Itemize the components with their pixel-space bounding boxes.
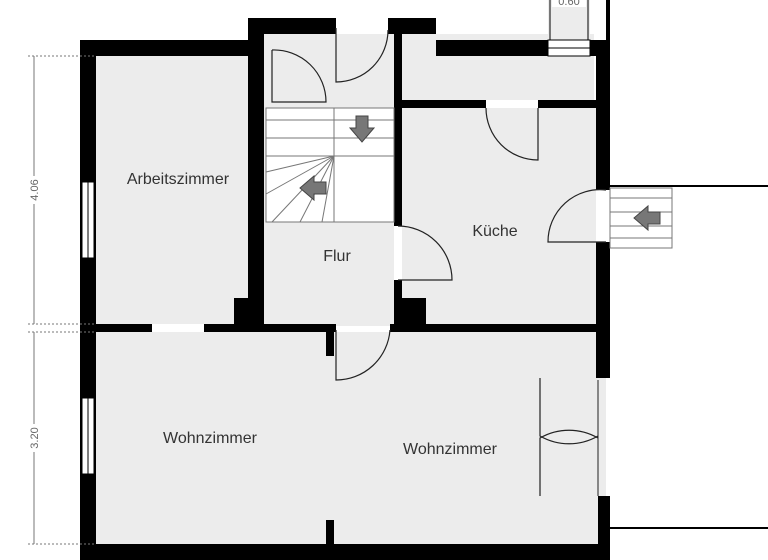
room-label-wohnzimmer-right: Wohnzimmer	[403, 441, 498, 458]
dimension-label-lower: 3.20	[29, 427, 41, 448]
floor-areas	[96, 0, 606, 544]
door-terrace-upper	[539, 378, 599, 445]
door-flur-kueche	[397, 225, 453, 281]
room-label-flur: Flur	[323, 248, 351, 265]
door-kueche-outside	[547, 189, 607, 243]
doors	[271, 28, 607, 496]
staircase	[265, 107, 395, 223]
room-label-arbeitszimmer: Arbeitszimmer	[127, 171, 230, 188]
exterior-stair	[609, 187, 673, 249]
door-flur-inner	[271, 49, 327, 103]
floor-arbeitszimmer	[96, 56, 248, 324]
door-terrace-lower	[539, 429, 599, 496]
door-kueche-top	[485, 107, 539, 161]
door-flur-wohnzimmer	[335, 329, 391, 381]
dimension-label-upper: 4.06	[29, 179, 41, 200]
floor-wohnzimmer	[96, 332, 606, 544]
stair-arrow-down-icon	[348, 115, 376, 143]
exterior-lines	[610, 185, 768, 529]
dimension-label-window: 0.60	[558, 0, 579, 8]
room-label-wohnzimmer-left: Wohnzimmer	[163, 430, 258, 447]
door-flur-top	[335, 28, 389, 83]
stair-arrow-left-icon	[299, 174, 327, 202]
room-label-kueche: Küche	[472, 223, 517, 240]
exterior-stair-arrow-left-icon	[633, 204, 661, 232]
floor-kueche	[402, 108, 596, 324]
